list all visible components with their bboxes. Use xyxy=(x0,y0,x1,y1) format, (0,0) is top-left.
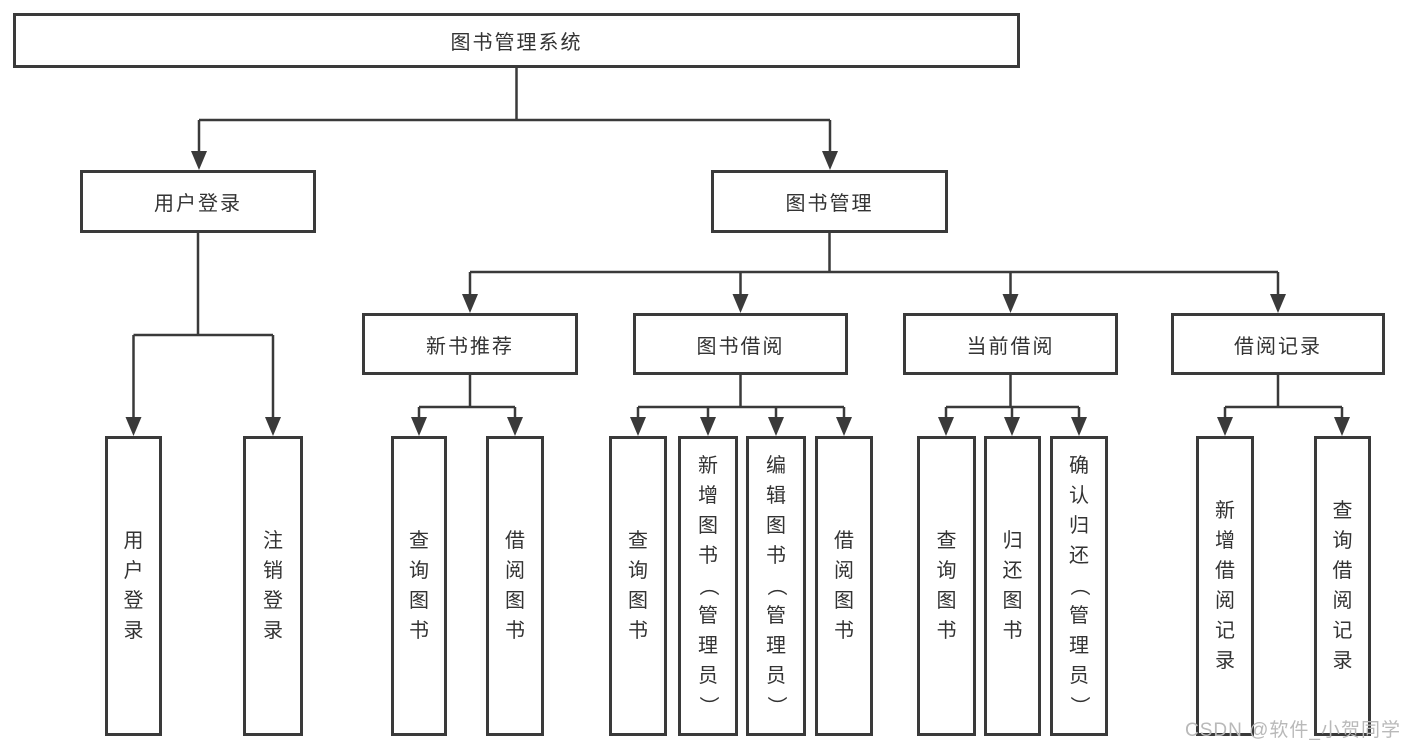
node-current-borrowing: 当前借阅 xyxy=(903,313,1118,375)
leaf-query-books-recommend: 查询图书 xyxy=(391,436,447,736)
leaf-borrow-books-recommend: 借阅图书 xyxy=(486,436,544,736)
leaf-user-login: 用户登录 xyxy=(105,436,162,736)
node-borrowing-records: 借阅记录 xyxy=(1171,313,1385,375)
csdn-watermark: CSDN @软件_小贺同学 xyxy=(1185,720,1401,741)
leaf-query-books-current: 查询图书 xyxy=(917,436,976,736)
leaf-query-borrowing-record: 查询借阅记录 xyxy=(1314,436,1371,736)
leaf-confirm-return-admin: 确认归还（管理员） xyxy=(1050,436,1108,736)
leaf-logout: 注销登录 xyxy=(243,436,303,736)
leaf-add-book-admin: 新增图书（管理员） xyxy=(678,436,738,736)
leaf-return-books: 归还图书 xyxy=(984,436,1041,736)
leaf-add-borrowing-record: 新增借阅记录 xyxy=(1196,436,1254,736)
node-book-borrowing: 图书借阅 xyxy=(633,313,848,375)
node-new-book-recommendation: 新书推荐 xyxy=(362,313,578,375)
leaf-query-books-borrowing: 查询图书 xyxy=(609,436,667,736)
leaf-borrow-books-borrowing: 借阅图书 xyxy=(815,436,873,736)
leaf-edit-book-admin: 编辑图书（管理员） xyxy=(746,436,806,736)
node-user-login: 用户登录 xyxy=(80,170,316,233)
node-book-management: 图书管理 xyxy=(711,170,948,233)
node-library-system: 图书管理系统 xyxy=(13,13,1020,68)
